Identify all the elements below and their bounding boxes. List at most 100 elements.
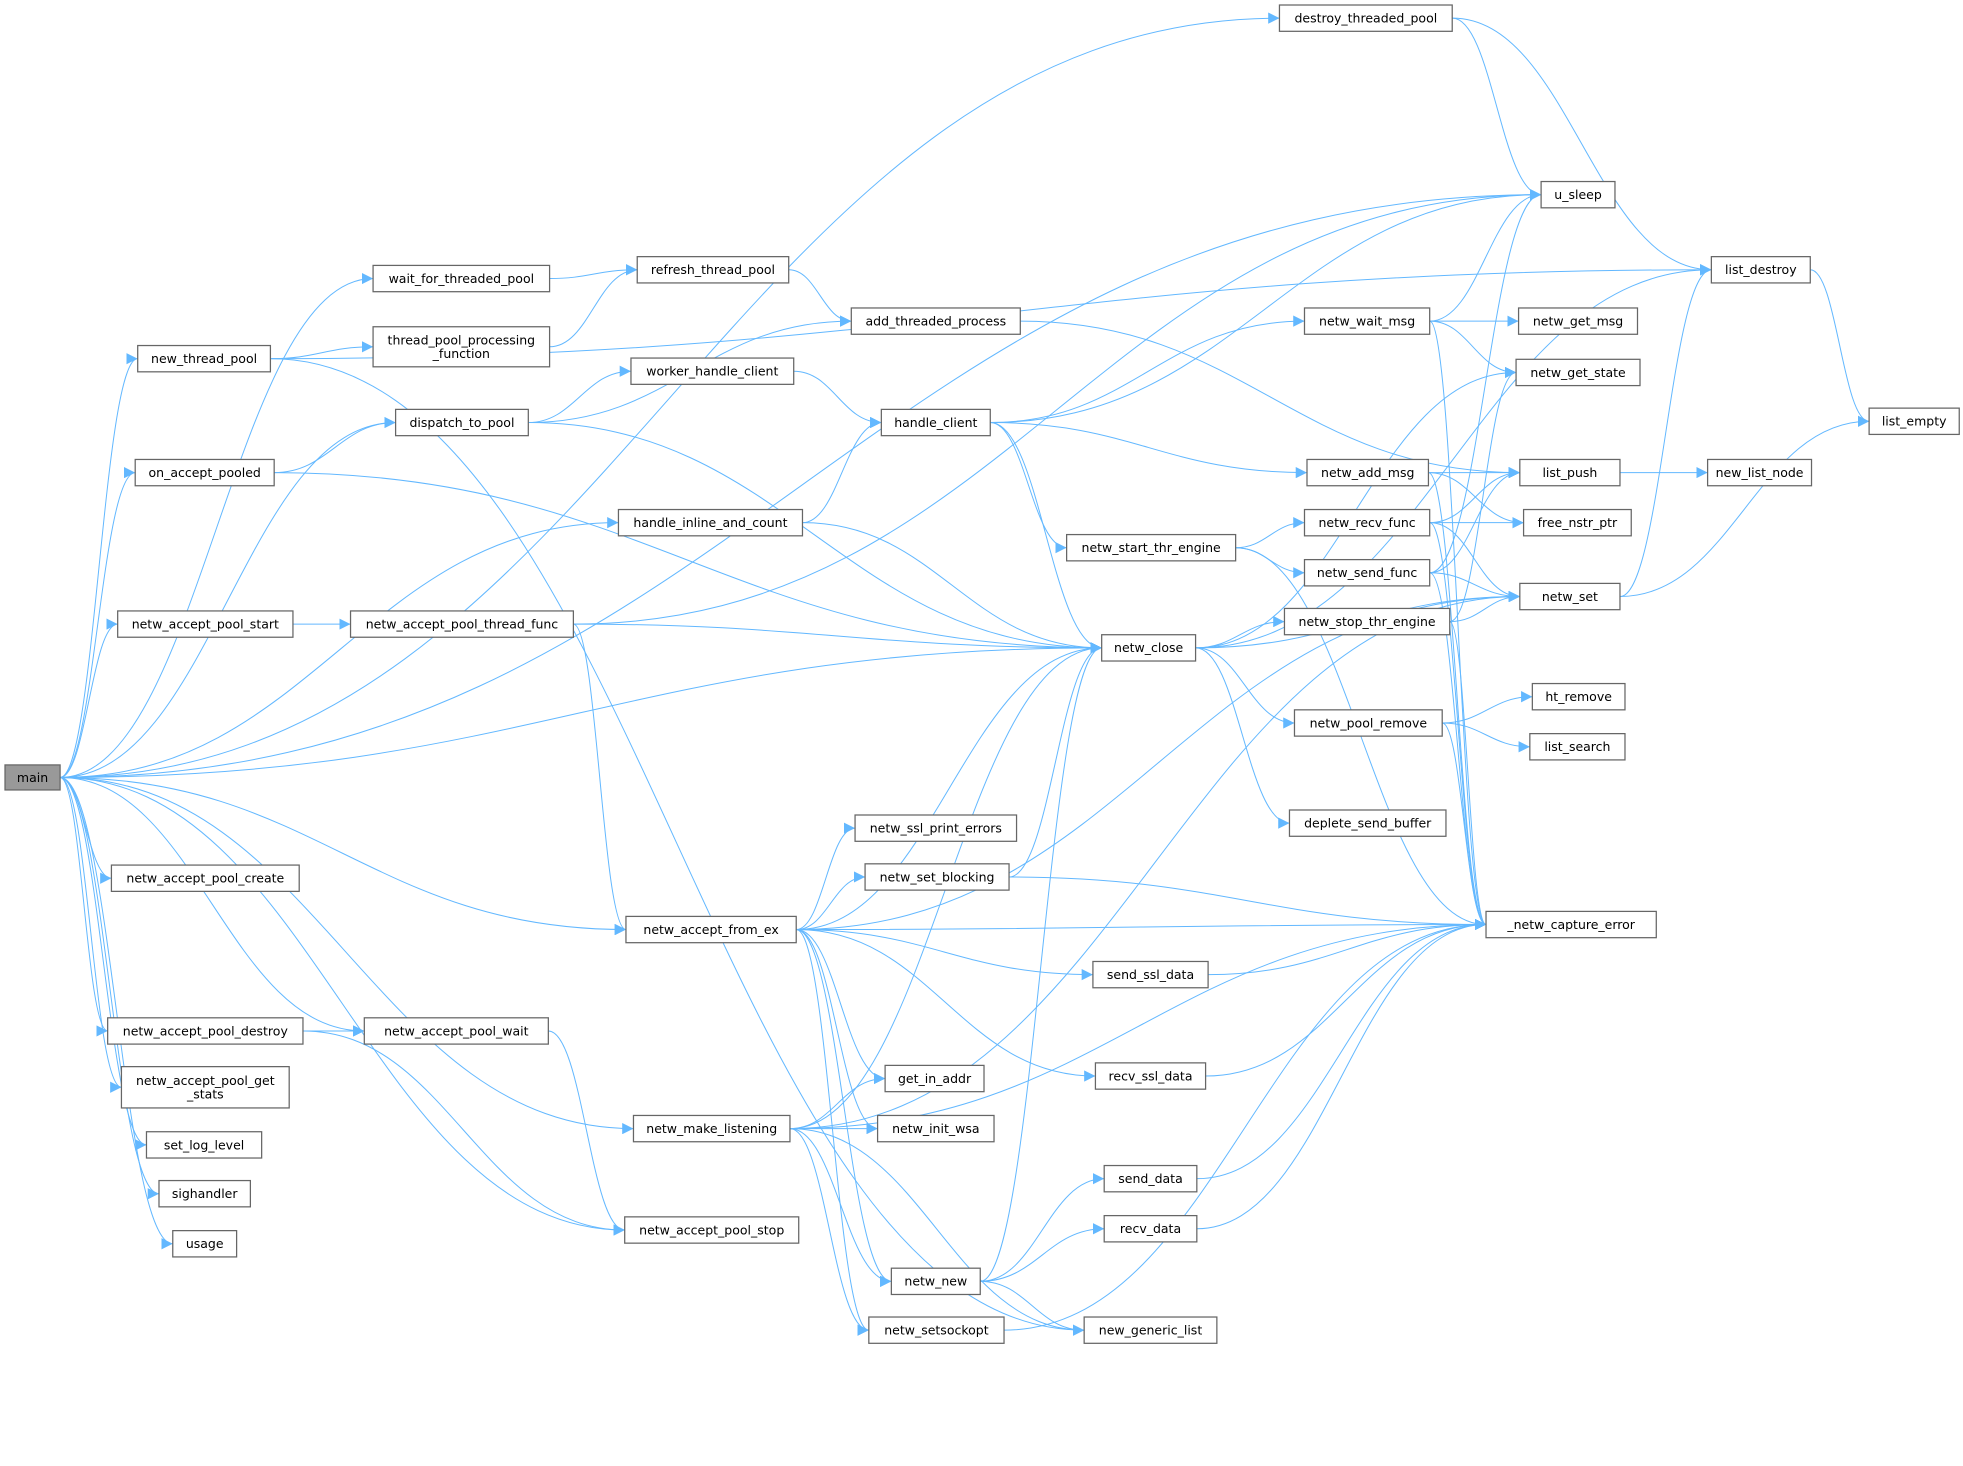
edge-netw_make_listening-to-new_generic_list (789, 1128, 1085, 1336)
node-wait-for-threaded-pool[interactable]: wait_for_threaded_pool (372, 264, 551, 293)
edge-wait_for_threaded_pool-to-refresh_thread_pool (549, 264, 638, 280)
node-get-in-addr[interactable]: get_in_addr (884, 1064, 985, 1093)
node-box (1066, 533, 1237, 562)
edge-netw_add_msg-to-_netw_capture_error (1428, 472, 1487, 930)
node-netw-new[interactable]: netw_new (890, 1267, 981, 1296)
edge-netw_make_listening-to-get_in_addr (789, 1072, 886, 1130)
node-box (1293, 709, 1443, 737)
node-netw-accept-pool-stop[interactable]: netw_accept_pool_stop (624, 1216, 800, 1244)
node-netw-recv-func[interactable]: netw_recv_func (1303, 508, 1431, 537)
node-list-destroy[interactable]: list_destroy (1710, 256, 1811, 284)
node-list-search[interactable]: list_search (1529, 733, 1626, 761)
edge-main-to-netw_close (60, 642, 1102, 778)
edge-main-to-netw_accept_pool_destroy (59, 776, 108, 1037)
node-netw-stop-thr-engine[interactable]: netw_stop_thr_engine (1283, 607, 1451, 636)
edge-thread_pool_processing_function-to-refresh_thread_pool (549, 264, 638, 348)
node-netw-get-state[interactable]: netw_get_state (1515, 358, 1641, 387)
edge-netw_accept_from_ex-to-get_in_addr (796, 929, 886, 1085)
edge-main-to-dispatch_to_pool (60, 416, 396, 778)
edge-netw_wait_msg-to-_netw_capture_error (1429, 320, 1487, 930)
edge-destroy_threaded_pool-to-list_destroy (1452, 17, 1712, 276)
node-netw-init-wsa[interactable]: netw_init_wsa (876, 1114, 995, 1143)
node-netw-accept-pool-wait[interactable]: netw_accept_pool_wait (363, 1017, 549, 1045)
edge-netw_pool_remove-to-_netw_capture_error (1441, 722, 1487, 931)
edge-netw_add_msg-to-free_nstr_ptr (1428, 472, 1524, 529)
edge-netw_set-to-list_empty (1619, 415, 1870, 598)
node-deplete-send-buffer[interactable]: deplete_send_buffer (1288, 809, 1447, 837)
node-label: sighandler (172, 1186, 239, 1201)
node-label: netw_make_listening (646, 1121, 777, 1136)
node-netw-set-blocking[interactable]: netw_set_blocking (864, 863, 1010, 891)
node-recv-ssl-data[interactable]: recv_ssl_data (1094, 1062, 1207, 1090)
node-netw-add-msg[interactable]: netw_add_msg (1306, 458, 1430, 487)
node-label: send_data (1118, 1171, 1182, 1186)
node-send-ssl-data[interactable]: send_ssl_data (1092, 960, 1209, 989)
node-box (1485, 910, 1657, 939)
edge-netw_set_blocking-to-netw_close (1009, 642, 1102, 878)
node-netw-close[interactable]: netw_close (1101, 634, 1197, 662)
node-handle-client[interactable]: handle_client (880, 408, 991, 437)
node-netw-accept-pool-get-stats[interactable]: netw_accept_pool_get_stats (120, 1066, 290, 1109)
node-netw-capture-error[interactable]: _netw_capture_error (1485, 910, 1657, 939)
edge-netw_set_blocking-to-_netw_capture_error (1009, 876, 1487, 931)
node-thread-pool-processing-function[interactable]: thread_pool_processing_function (372, 326, 551, 368)
node-netw-wait-msg[interactable]: netw_wait_msg (1303, 307, 1431, 335)
edge-on_accept_pooled-to-netw_close (274, 472, 1102, 654)
node-netw-setsockopt[interactable]: netw_setsockopt (868, 1316, 1005, 1344)
edge-handle_inline_and_count-to-handle_client (802, 416, 882, 524)
node-new-generic-list[interactable]: new_generic_list (1083, 1316, 1218, 1344)
node-main[interactable]: main (4, 764, 61, 791)
edge-netw_recv_func-to-list_push (1429, 466, 1520, 524)
edge-dispatch_to_pool-to-worker_handle_client (528, 365, 631, 424)
node-box (372, 326, 551, 368)
node-box (1517, 307, 1639, 335)
node-new-thread-pool[interactable]: new_thread_pool (137, 344, 272, 373)
node-destroy-threaded-pool[interactable]: destroy_threaded_pool (1278, 4, 1453, 32)
node-list-push[interactable]: list_push (1519, 458, 1621, 487)
node-list-empty[interactable]: list_empty (1868, 407, 1960, 436)
node-box (1706, 458, 1813, 487)
node-box (1710, 256, 1811, 284)
node-label: netw_stop_thr_engine (1299, 614, 1436, 629)
node-u-sleep[interactable]: u_sleep (1540, 180, 1616, 209)
node-new-list-node[interactable]: new_list_node (1706, 458, 1813, 487)
node-box (1278, 4, 1453, 32)
node-worker-handle-client[interactable]: worker_handle_client (630, 357, 795, 385)
node-recv-data[interactable]: recv_data (1103, 1214, 1198, 1243)
node-netw-ssl-print-errors[interactable]: netw_ssl_print_errors (854, 814, 1018, 842)
node-label: netw_pool_remove (1310, 715, 1428, 730)
edge-netw_accept_from_ex-to-netw_set_blocking (796, 871, 866, 931)
node-dispatch-to-pool[interactable]: dispatch_to_pool (394, 408, 529, 437)
edge-netw_accept_pool_thread_func-to-netw_accept_from_ex (573, 623, 627, 936)
node-netw-accept-pool-thread-func[interactable]: netw_accept_pool_thread_func (349, 610, 575, 638)
edge-handle_inline_and_count-to-netw_close (802, 522, 1102, 654)
node-ht-remove[interactable]: ht_remove (1531, 682, 1626, 711)
node-netw-accept-pool-destroy[interactable]: netw_accept_pool_destroy (107, 1017, 304, 1045)
node-add-threaded-process[interactable]: add_threaded_process (850, 307, 1021, 335)
node-netw-make-listening[interactable]: netw_make_listening (632, 1114, 791, 1143)
node-netw-send-func[interactable]: netw_send_func (1303, 558, 1431, 587)
node-netw-pool-remove[interactable]: netw_pool_remove (1293, 709, 1443, 737)
node-refresh-thread-pool[interactable]: refresh_thread_pool (636, 256, 790, 284)
node-set-log-level[interactable]: set_log_level (145, 1131, 263, 1159)
node-free-nstr-ptr[interactable]: free_nstr_ptr (1522, 508, 1632, 537)
edge-netw_make_listening-to-netw_setsockopt (789, 1128, 869, 1336)
node-netw-accept-pool-create[interactable]: netw_accept_pool_create (110, 864, 300, 892)
node-handle-inline-and-count[interactable]: handle_inline_and_count (617, 508, 804, 537)
node-sighandler[interactable]: sighandler (158, 1179, 252, 1208)
node-send-data[interactable]: send_data (1103, 1164, 1198, 1193)
edge-main-to-netw_accept_pool_start (59, 618, 118, 778)
node-netw-accept-from-ex[interactable]: netw_accept_from_ex (625, 915, 797, 944)
node-netw-accept-pool-start[interactable]: netw_accept_pool_start (117, 610, 294, 638)
node-label: refresh_thread_pool (651, 262, 775, 277)
node-netw-start-thr-engine[interactable]: netw_start_thr_engine (1066, 533, 1237, 562)
edge-netw_accept_pool_thread_func-to-netw_close (573, 623, 1102, 654)
node-usage[interactable]: usage (172, 1230, 238, 1258)
node-on-accept-pooled[interactable]: on_accept_pooled (134, 458, 275, 487)
node-box (1283, 607, 1451, 636)
node-netw-get-msg[interactable]: netw_get_msg (1517, 307, 1639, 335)
node-label: netw_start_thr_engine (1082, 540, 1222, 555)
node-label: netw_accept_pool_get_stats (136, 1073, 275, 1102)
node-netw-set[interactable]: netw_set (1519, 582, 1621, 611)
